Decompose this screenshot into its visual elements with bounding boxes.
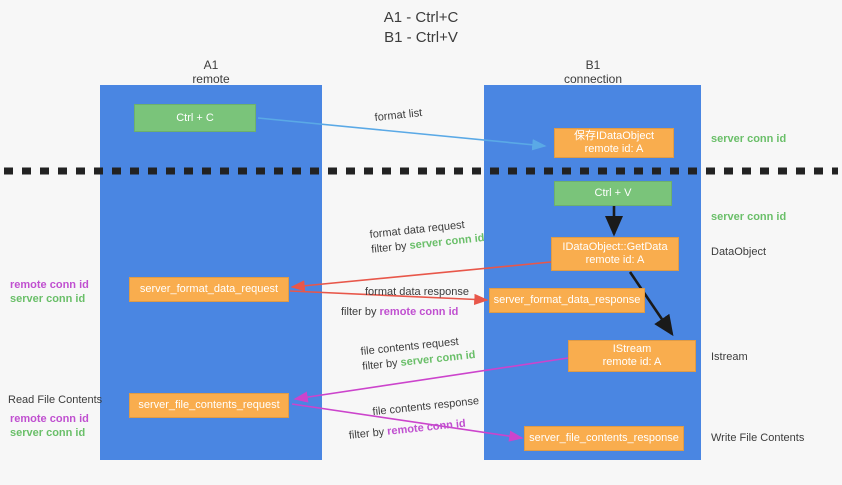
right-server-conn-id-2: server conn id [711, 211, 787, 223]
node-ctrl-v-line1: Ctrl + V [594, 187, 632, 199]
arrow-format-list [257, 117, 547, 151]
node-server-format-data-request[interactable]: server_format_data_request [129, 277, 289, 302]
node-istream[interactable]: IStream remote id: A [568, 340, 696, 372]
node-istream-line2: remote id: A [602, 356, 662, 368]
right-note-dataobject: DataObject [711, 246, 767, 258]
arrow-format-data-request [290, 261, 552, 292]
phase-divider [4, 167, 838, 175]
arrow-file-contents-request [293, 357, 569, 403]
node-sfdres-line1: server_format_data_response [493, 294, 641, 306]
column-header-b1: B1 connection [513, 58, 673, 86]
left-note-read-file-contents: Read File Contents [8, 393, 102, 407]
column-b1-name: B1 [585, 58, 601, 72]
edge-fdres-filter: filter by remote conn id [341, 305, 469, 320]
title-line-1: A1 - Ctrl+C [383, 9, 459, 26]
node-save-idataobject[interactable]: 保存IDataObject remote id: A [554, 128, 674, 158]
node-ctrl-v[interactable]: Ctrl + V [554, 181, 672, 206]
node-getdata-line2: remote id: A [585, 254, 645, 266]
node-save-idataobject-line2: remote id: A [584, 143, 644, 155]
left-remote-conn-id-2: remote conn id [10, 413, 89, 425]
node-sfdreq-line1: server_format_data_request [139, 283, 279, 295]
left-note-conn-ids-2: remote conn id server conn id [10, 412, 89, 440]
node-getdata-line1: IDataObject::GetData [562, 241, 668, 253]
node-server-file-contents-response[interactable]: server_file_contents_response [524, 426, 684, 451]
node-sfcres-line1: server_file_contents_response [529, 432, 679, 444]
column-header-a1: A1 remote [131, 58, 291, 86]
node-ctrl-c[interactable]: Ctrl + C [134, 104, 256, 132]
node-ctrl-c-line1: Ctrl + C [176, 111, 214, 124]
arrow-getdata-to-istream [628, 271, 674, 337]
edge-label-format-data-response: format data response filter by remote co… [341, 285, 469, 320]
edge-fdres-filter-prefix: filter by [341, 306, 380, 318]
node-istream-line1: IStream [612, 343, 652, 355]
arrow-file-contents-response [291, 403, 524, 442]
left-note-conn-ids-1: remote conn id server conn id [10, 278, 89, 306]
left-server-conn-id-1: server conn id [10, 293, 86, 305]
page-title: A1 - Ctrl+C B1 - Ctrl+V [0, 8, 842, 48]
node-server-format-data-response[interactable]: server_format_data_response [489, 288, 645, 313]
edge-format-list-text: format list [374, 107, 423, 124]
edge-fdres-filter-key: remote conn id [379, 306, 459, 318]
right-note-write-file-contents: Write File Contents [711, 432, 805, 444]
right-note-istream: Istream [711, 351, 748, 363]
edge-fcreq-filter-prefix: filter by [361, 356, 402, 373]
right-server-conn-id-1: server conn id [711, 133, 787, 145]
edge-fdreq-filter-prefix: filter by [370, 239, 411, 256]
edge-fcres-filter-prefix: filter by [348, 425, 388, 442]
column-a1-name: A1 [203, 58, 219, 72]
edge-fdres-text: format data response [365, 286, 469, 298]
column-a1-sub: remote [192, 72, 230, 86]
column-b1-sub: connection [563, 72, 623, 86]
node-idataobject-getdata[interactable]: IDataObject::GetData remote id: A [551, 237, 679, 271]
arrow-format-data-response [289, 290, 489, 306]
left-read-file-contents-text: Read File Contents [8, 394, 103, 406]
node-sfcreq-line1: server_file_contents_request [138, 399, 280, 411]
node-server-file-contents-request[interactable]: server_file_contents_request [129, 393, 289, 418]
left-server-conn-id-2: server conn id [10, 427, 86, 439]
node-save-idataobject-line1: 保存IDataObject [573, 130, 655, 142]
title-line-2: B1 - Ctrl+V [384, 29, 458, 46]
left-remote-conn-id-1: remote conn id [10, 279, 89, 291]
